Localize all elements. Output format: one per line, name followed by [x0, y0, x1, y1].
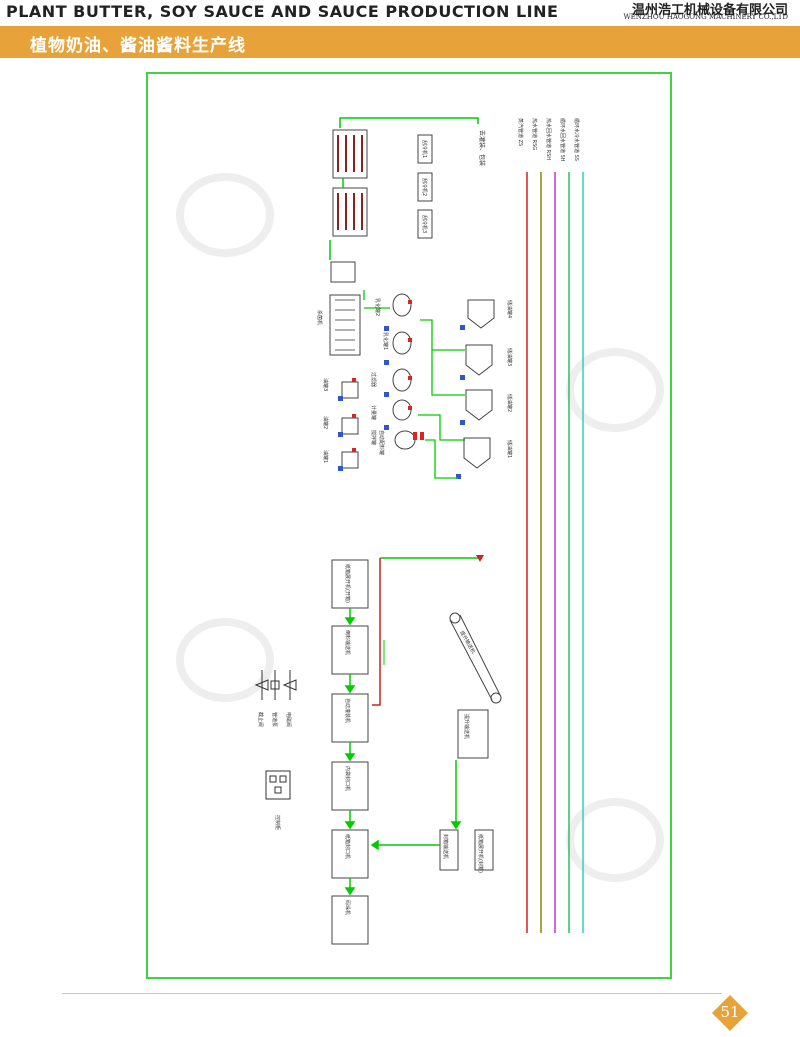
box-label-2: 倒料输送机 [344, 630, 351, 655]
scraped-heat-exchanger-group [329, 117, 479, 283]
sterilizer [329, 294, 361, 356]
band-title: 植物奶油、酱油酱料生产线 [30, 36, 246, 56]
red-valves [352, 300, 424, 452]
page-title: PLANT BUTTER, SOY SAUCE AND SAUCE PRODUC… [6, 2, 559, 21]
legend-line-label-2: 热水管道 RSG [531, 118, 538, 150]
tube-label-1: 刮冷机1 [421, 140, 428, 158]
legend-lines [526, 172, 584, 933]
tube-label-2: 刮冷机2 [421, 178, 428, 196]
box-label-1: 纸箱展开机(开箱) [344, 564, 351, 603]
unit-label-oil-2: 油罐2 [322, 416, 329, 429]
box-label-6: 码垛机 [344, 900, 351, 915]
box-label-5: 纸箱封口机 [344, 834, 351, 859]
panel-label: 控制柜 [274, 815, 281, 830]
unit-label-emulsion-1: 乳化罐1 [382, 332, 389, 350]
symbol-label-solenoid: 电磁阀 [285, 712, 292, 727]
green-piping-middle [363, 290, 465, 479]
legend-line-label-5: 循环水冷水管道 SS [573, 118, 580, 161]
packaging-boxes [331, 559, 494, 945]
box-label-3: 自动灌装机 [344, 698, 351, 723]
storage-tanks [463, 299, 495, 469]
legend-line-label-3: 热水回水管道 RSH [545, 118, 552, 160]
unit-label-metering: 计量罐 [370, 405, 377, 420]
blue-pumps [338, 325, 465, 479]
page-number: 51 [720, 1003, 740, 1021]
unit-label-oil-1: 油罐1 [322, 450, 329, 463]
company-name-en: WENZHOU HAOGONG MACHINERY CO.,LTD [623, 13, 788, 21]
footer-rule [62, 993, 722, 994]
tank-label-4: 储油罐4 [506, 300, 513, 318]
unit-label-emulsion-2: 乳化罐2 [374, 298, 381, 316]
watermark-logos [176, 173, 664, 882]
legend-line-label-4: 循环水回水管道 SH [559, 118, 566, 162]
tank-label-2: 储油罐2 [506, 394, 513, 412]
right-box-label-3: 纸箱展开机(封箱) [477, 834, 484, 873]
right-box-label-2: 封箱输送机 [442, 834, 449, 859]
tube-label-3: 刮冷机3 [421, 215, 428, 233]
flow-arrows [344, 557, 478, 896]
diagram-frame [146, 72, 672, 979]
tank-label-3: 储油罐3 [506, 348, 513, 366]
unit-label-oil-3: 油罐3 [322, 378, 329, 391]
outlet-label: 去灌装、包装 [478, 130, 486, 166]
symbol-label-stop-valve: 截止阀 [257, 712, 264, 727]
unit-label-mixing: 搅拌罐 [370, 430, 377, 445]
unit-label-sterilizer: 杀菌机 [316, 310, 323, 325]
red-triangle-marker [476, 555, 484, 562]
tube-boxes [417, 134, 433, 239]
company-name-cn: 温州浩工机械设备有限公司 [631, 3, 788, 18]
page-badge-diamond [712, 995, 748, 1031]
incline-conveyor [449, 612, 502, 704]
symbol-label-pump: 管道泵 [271, 712, 278, 727]
box-label-4: 内袋封口机 [344, 766, 351, 791]
right-box-label-1: 提升输送机 [463, 714, 470, 739]
title-band: 植物奶油、酱油酱料生产线 [0, 26, 800, 58]
page-badge: 51 [710, 993, 750, 1033]
tank-label-1: 储油罐1 [506, 440, 513, 458]
unit-label-filter: 过滤器 [370, 372, 377, 387]
unit-label-auto-batching: 自动配料罐 [378, 430, 385, 455]
legend-line-label-1: 蒸汽管道 ZS [517, 118, 524, 146]
symbol-legend [254, 670, 297, 800]
